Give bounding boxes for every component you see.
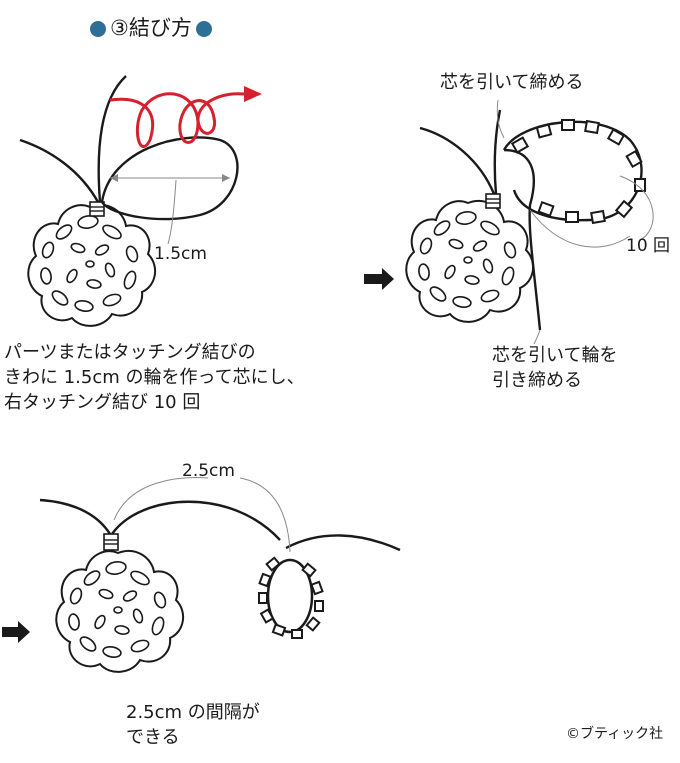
step1-illustration: [19, 75, 262, 327]
step1-caption-line2: きわに 1.5cm の輪を作って芯にし、: [4, 367, 305, 388]
step1-caption-line3: 右タッチング結び 10 回: [4, 392, 201, 413]
copyright-credit: ©ブティック社: [566, 726, 664, 742]
step1-measure-label: 1.5cm: [154, 244, 207, 264]
step3-caption-line2: できる: [126, 727, 180, 748]
step2-label-count: 10 回: [626, 236, 671, 256]
step-title-text: ③結び方: [110, 16, 192, 40]
step3-caption-line1: 2.5cm の間隔が: [126, 702, 260, 723]
step2-arrow-icon: [364, 268, 394, 290]
step1-red-arrow-icon: [244, 86, 262, 102]
step1-thread-left: [19, 138, 100, 203]
step3-arrow-icon: [2, 621, 30, 643]
step1-flower-motif: [27, 203, 157, 327]
title-dot-right-icon: [195, 20, 212, 37]
step3-measure-label: 2.5cm: [182, 461, 235, 481]
step2-label-top: 芯を引いて締める: [440, 72, 584, 93]
step-title: ③結び方: [90, 18, 212, 39]
step1-loop: [100, 136, 239, 221]
step1-red-thread: [109, 92, 245, 149]
title-dot-left-icon: [90, 20, 106, 37]
step3-illustration: [39, 477, 401, 673]
step2-caption-line1: 芯を引いて輪を: [492, 345, 618, 366]
step2-caption-line2: 引き締める: [492, 370, 582, 391]
step3-flower-motif: [55, 549, 185, 673]
step1-thread-up: [97, 75, 127, 203]
step2-illustration: [405, 99, 654, 345]
step1-caption-line1: パーツまたはタッチング結びの: [4, 342, 256, 363]
step2-flower-motif: [405, 199, 535, 323]
step1-join: [89, 201, 105, 217]
